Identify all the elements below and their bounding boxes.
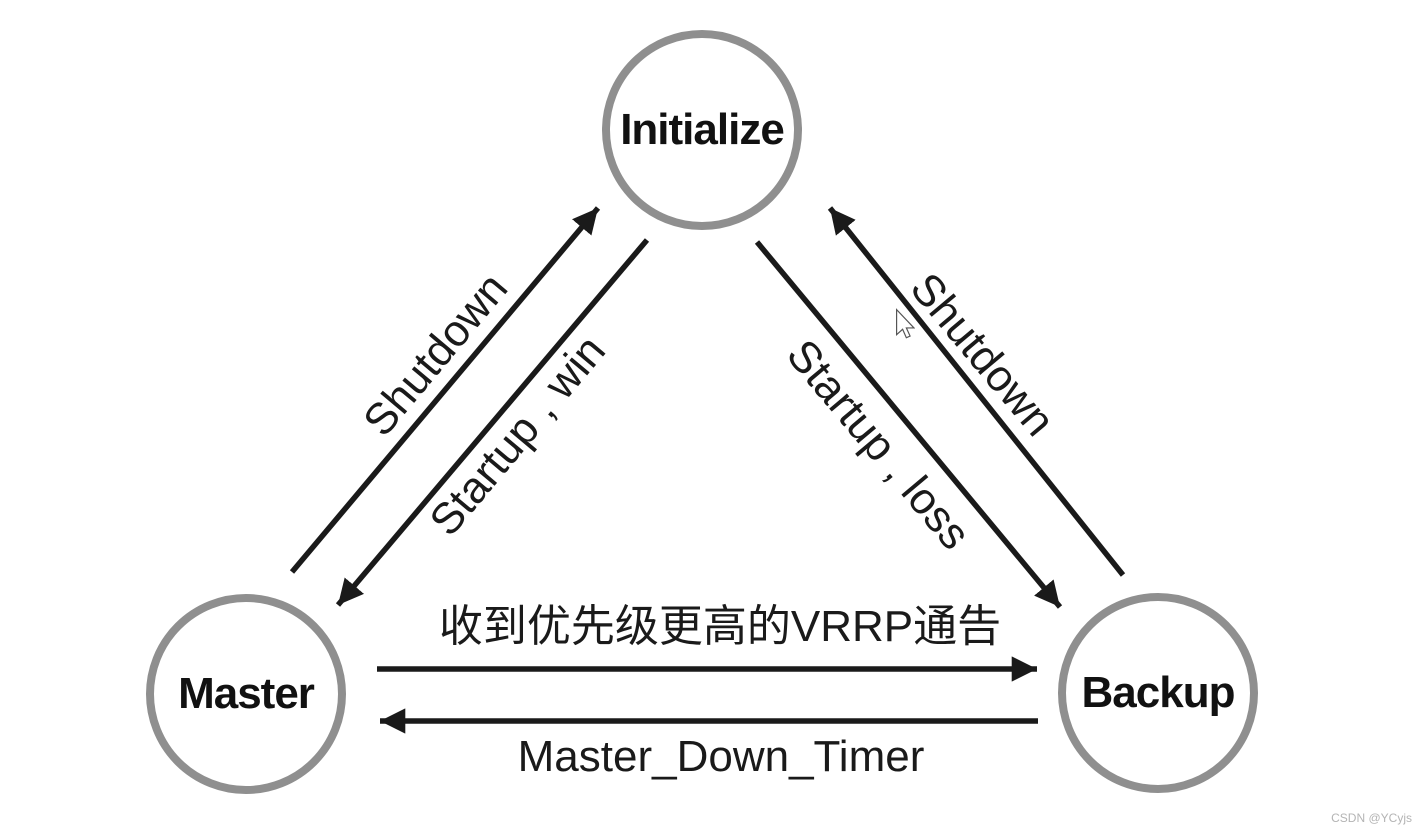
state-label-initialize: Initialize [620, 105, 785, 154]
watermark: CSDN @YCyjs [1331, 811, 1412, 825]
state-node-backup: Backup [1058, 593, 1258, 793]
edge-line-initialize-to-backup [754, 240, 1063, 609]
edge-line-master-to-initialize [289, 206, 601, 574]
edge-label-master-to-backup: 收到优先级更高的VRRP通告 [438, 602, 1002, 651]
state-label-backup: Backup [1081, 668, 1236, 717]
state-node-master: Master [146, 594, 346, 794]
edge-line-backup-to-initialize [827, 206, 1126, 577]
state-node-initialize: Initialize [602, 30, 802, 230]
edge-label-backup-to-master: Master_Down_Timer [517, 732, 925, 781]
edge-line-initialize-to-master [335, 238, 650, 607]
state-label-master: Master [178, 669, 315, 718]
mouse-cursor-icon [896, 308, 915, 339]
